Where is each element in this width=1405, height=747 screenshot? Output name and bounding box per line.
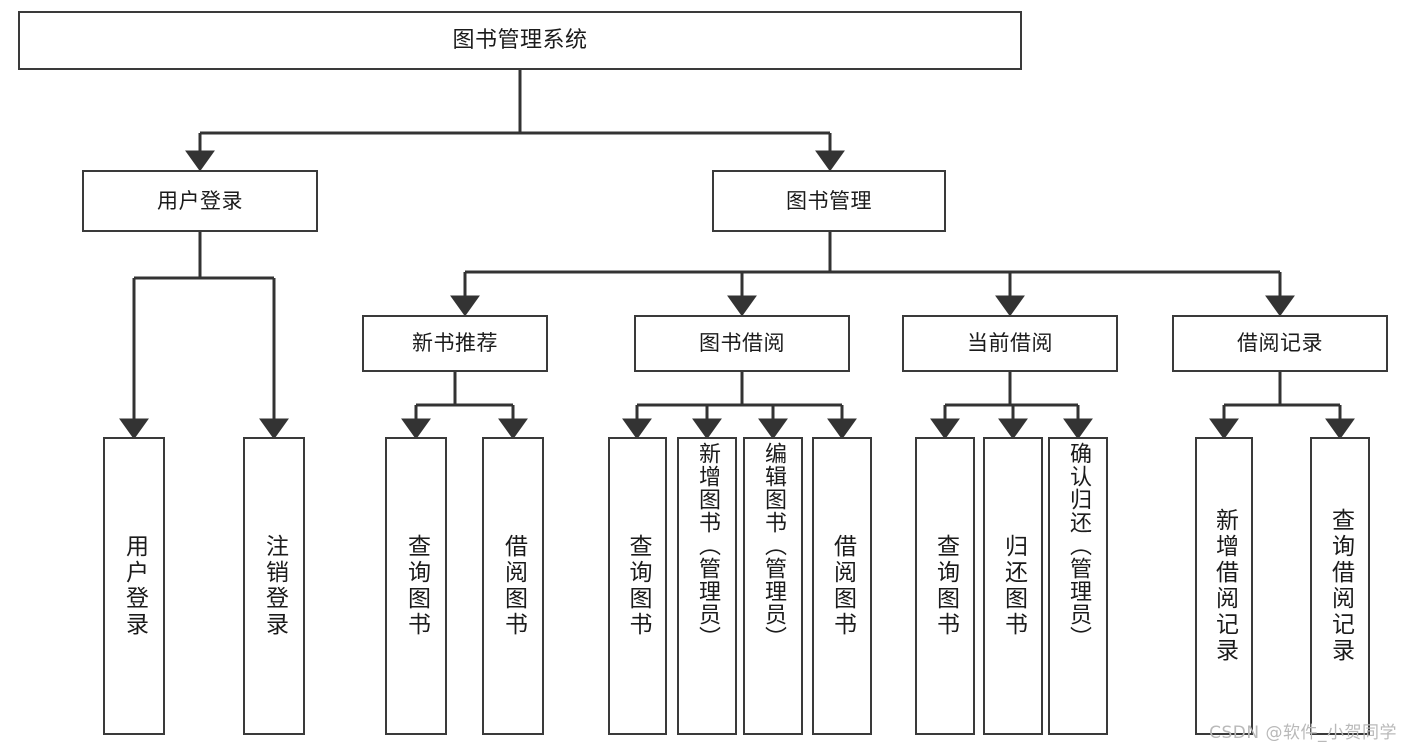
node-leaf-query-book-1-label: 查询图书 (403, 534, 430, 638)
node-root[interactable]: 图书管理系统 (18, 11, 1022, 70)
node-new-book-rec-label: 新书推荐 (412, 331, 498, 356)
node-current-borrow[interactable]: 当前借阅 (902, 315, 1118, 372)
node-leaf-logout-label: 注销登录 (261, 534, 288, 638)
node-leaf-add-book[interactable]: 新增图书（管理员） (677, 437, 737, 735)
node-root-label: 图书管理系统 (452, 27, 588, 53)
node-leaf-edit-book-label: 编辑图书（管理员） (761, 442, 786, 649)
node-leaf-edit-book[interactable]: 编辑图书（管理员） (743, 437, 803, 735)
node-leaf-return-book[interactable]: 归还图书 (983, 437, 1043, 735)
node-leaf-add-record[interactable]: 新增借阅记录 (1195, 437, 1253, 735)
node-leaf-user-login-label: 用户登录 (121, 534, 148, 638)
node-leaf-borrow-book-2[interactable]: 借阅图书 (812, 437, 872, 735)
node-leaf-borrow-book-1[interactable]: 借阅图书 (482, 437, 544, 735)
node-book-manage-label: 图书管理 (786, 188, 872, 213)
node-leaf-borrow-book-1-label: 借阅图书 (500, 534, 527, 638)
node-leaf-user-login[interactable]: 用户登录 (103, 437, 165, 735)
node-borrow-record-label: 借阅记录 (1237, 331, 1323, 356)
node-leaf-return-book-label: 归还图书 (1000, 534, 1027, 638)
node-user-login-label: 用户登录 (157, 188, 243, 213)
node-leaf-query-record-label: 查询借阅记录 (1327, 508, 1354, 664)
node-leaf-query-book-2[interactable]: 查询图书 (608, 437, 667, 735)
node-book-borrow[interactable]: 图书借阅 (634, 315, 850, 372)
node-leaf-query-record[interactable]: 查询借阅记录 (1310, 437, 1370, 735)
node-leaf-query-book-3-label: 查询图书 (932, 534, 959, 638)
node-leaf-query-book-3[interactable]: 查询图书 (915, 437, 975, 735)
node-current-borrow-label: 当前借阅 (967, 331, 1053, 356)
node-user-login[interactable]: 用户登录 (82, 170, 318, 232)
node-leaf-add-record-label: 新增借阅记录 (1211, 508, 1238, 664)
node-book-manage[interactable]: 图书管理 (712, 170, 946, 232)
node-leaf-query-book-2-label: 查询图书 (625, 534, 651, 638)
csdn-watermark: CSDN @软件_小贺同学 (1209, 723, 1397, 743)
node-book-borrow-label: 图书借阅 (699, 331, 785, 356)
node-leaf-add-book-label: 新增图书（管理员） (695, 442, 720, 649)
node-new-book-rec[interactable]: 新书推荐 (362, 315, 548, 372)
node-leaf-logout[interactable]: 注销登录 (243, 437, 305, 735)
node-leaf-confirm-return[interactable]: 确认归还（管理员） (1048, 437, 1108, 735)
node-leaf-confirm-return-label: 确认归还（管理员） (1066, 442, 1091, 649)
node-borrow-record[interactable]: 借阅记录 (1172, 315, 1388, 372)
node-leaf-borrow-book-2-label: 借阅图书 (829, 534, 856, 638)
node-leaf-query-book-1[interactable]: 查询图书 (385, 437, 447, 735)
